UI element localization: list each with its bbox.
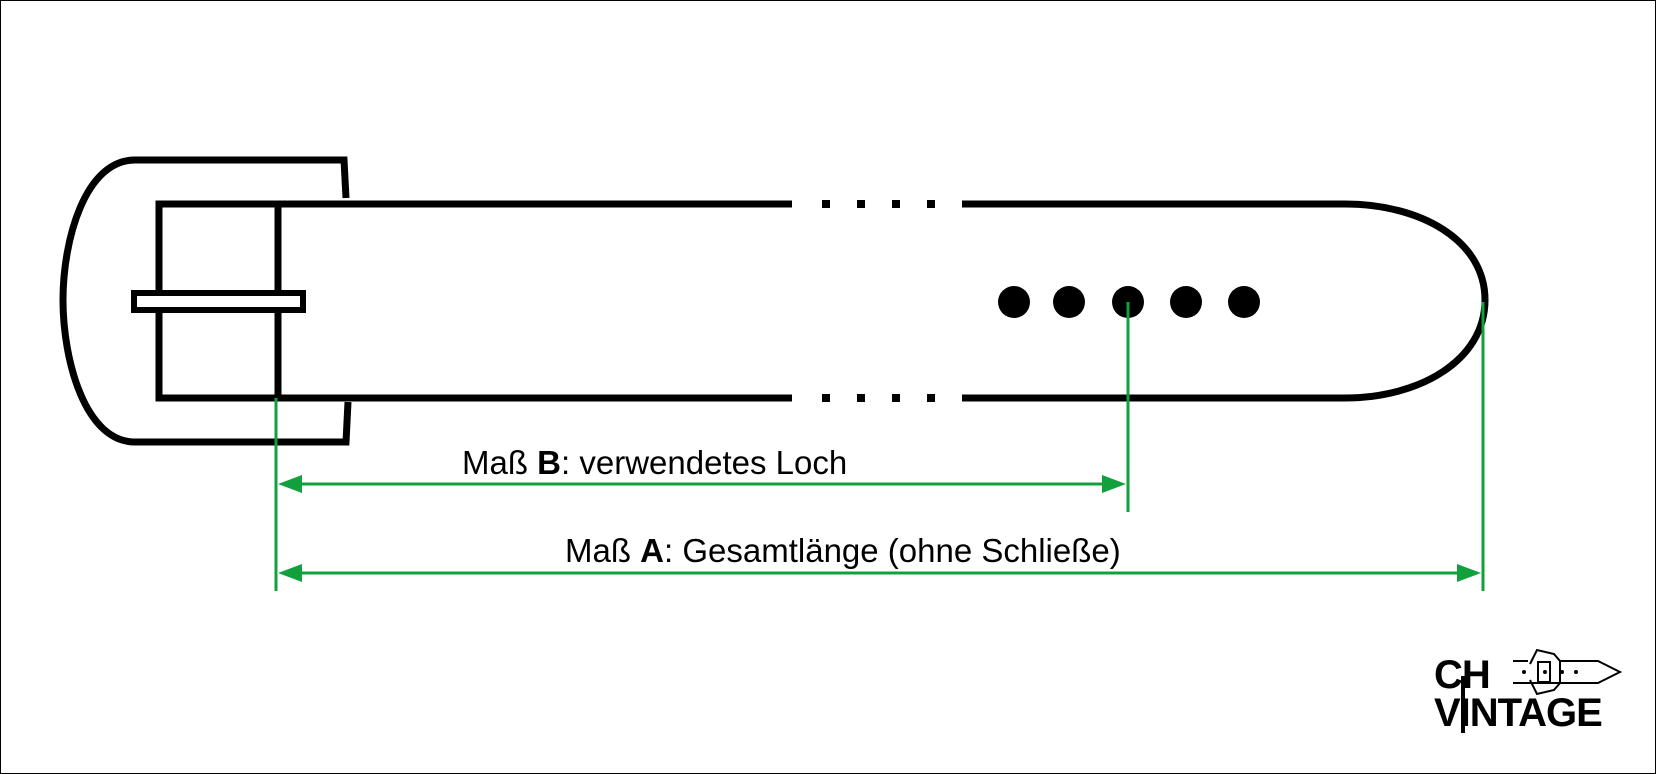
logo-belt-holes [1522, 670, 1578, 674]
measure-a-letter: A [640, 532, 665, 569]
measure-b-prefix: Maß [462, 444, 538, 481]
measure-b-letter: B [537, 444, 562, 481]
hole-2 [1053, 286, 1085, 318]
measure-lines [274, 302, 1485, 591]
break-marks-top [822, 200, 935, 208]
break-marks-bottom [822, 394, 935, 402]
measure-a-arrow-right [1457, 564, 1481, 582]
hole-4 [1170, 286, 1202, 318]
hole-1 [998, 286, 1030, 318]
measure-a-suffix: : Gesamtlänge (ohne Schließe) [664, 532, 1121, 569]
measure-arrows [278, 475, 1481, 582]
buckle-outer-frame [59, 156, 352, 446]
logo-line1: CH [1434, 653, 1491, 697]
measure-b-label: Maß B: verwendetes Loch [462, 446, 847, 479]
logo-belt-icon [1513, 648, 1623, 696]
measure-a-arrow-left [278, 564, 302, 582]
strap-tip [1344, 200, 1489, 402]
buckle-prong [131, 290, 306, 313]
measure-a-label: Maß A: Gesamtlänge (ohne Schließe) [565, 534, 1121, 567]
measure-b-arrow-right [1102, 475, 1126, 493]
hole-5 [1228, 286, 1260, 318]
measure-b-arrow-left [278, 475, 302, 493]
logo-line2: VINTAGE [1434, 691, 1603, 735]
measure-b-suffix: : verwendetes Loch [561, 444, 848, 481]
measure-a-prefix: Maß [565, 532, 641, 569]
